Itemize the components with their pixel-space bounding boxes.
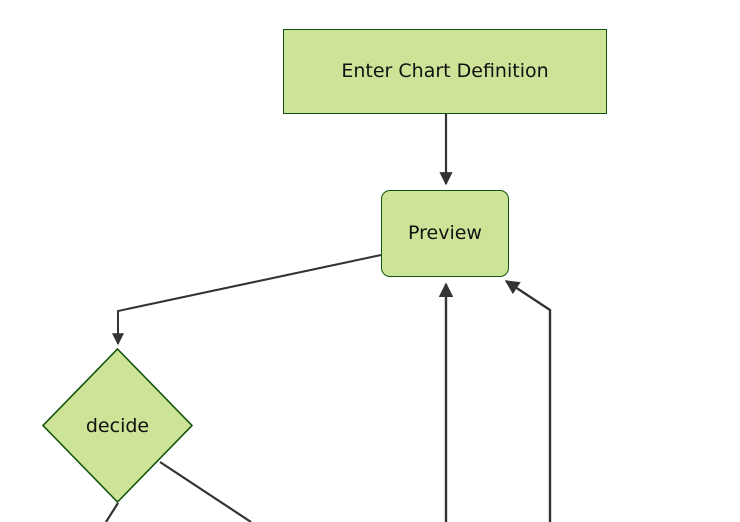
node-enter-chart-definition[interactable]: Enter Chart Definition [283,29,607,114]
node-label-preview: Preview [408,221,482,244]
node-label-enter-chart-definition: Enter Chart Definition [341,59,549,82]
node-decide[interactable]: decide [42,348,193,503]
edge-decide-to-bottom-left [105,502,119,522]
edge-bottom-right-to-preview [504,279,552,522]
diamond-shape [42,348,193,503]
node-preview[interactable]: Preview [381,190,509,277]
edge-preview-to-decide [112,254,382,346]
edge-decide-to-bottom-right [159,461,252,522]
